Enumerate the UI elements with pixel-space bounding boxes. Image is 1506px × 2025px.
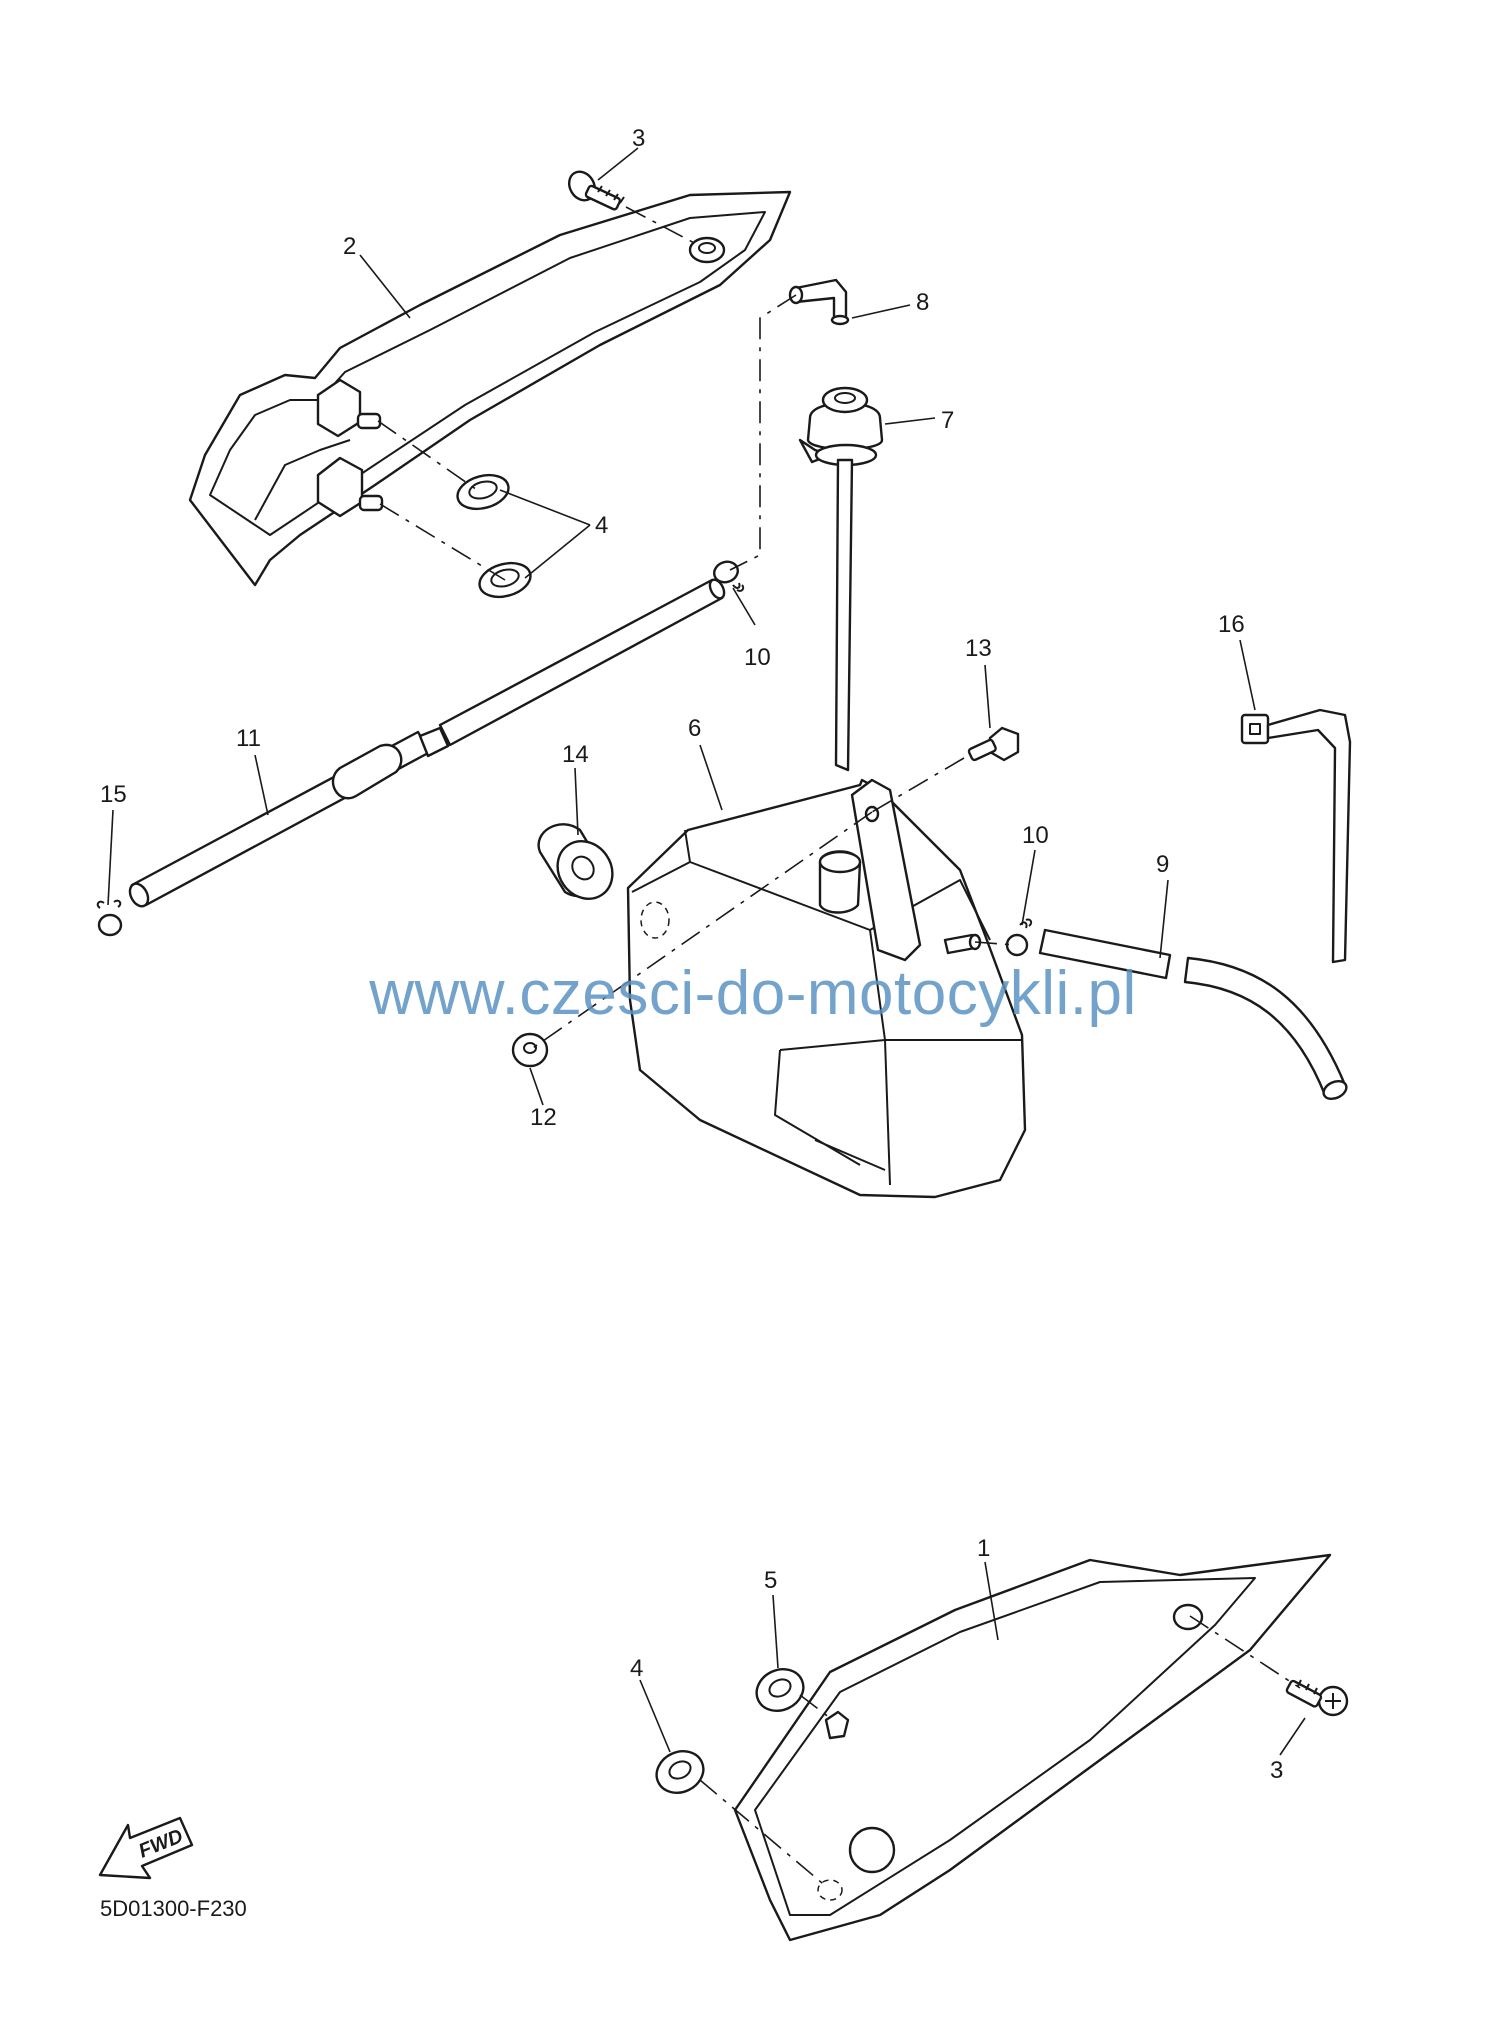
grommet-lower-5: [755, 1668, 805, 1712]
grommet-lower-4: [655, 1750, 705, 1794]
leader-lines: [107, 147, 1306, 1756]
label-14: 14: [562, 741, 589, 768]
screw-top: [567, 170, 625, 211]
label-15: 15: [100, 781, 127, 808]
screw-lower: [1285, 1679, 1349, 1717]
label-5: 5: [764, 1567, 777, 1594]
label-2: 2: [343, 233, 356, 260]
drawing-code: 5D01300-F230: [100, 1896, 247, 1921]
grommet-mid: [537, 823, 614, 900]
part-numbers: 3 2 8 7 4 10 16 13 11 6 14 15 10 9 12 1 …: [100, 125, 1283, 1784]
label-6: 6: [688, 715, 701, 742]
label-4-top: 4: [595, 512, 608, 539]
label-3-bottom: 3: [1270, 1757, 1283, 1784]
elbow-fitting: [788, 278, 850, 326]
grommets-top: [456, 473, 532, 599]
label-8: 8: [916, 289, 929, 316]
clip-right: [1005, 918, 1033, 957]
label-11: 11: [236, 725, 261, 752]
label-10-top: 10: [744, 644, 771, 671]
fwd-arrow-icon: FWD: [98, 1816, 194, 1880]
label-16: 16: [1218, 611, 1245, 638]
side-cover-upper: [188, 190, 792, 587]
label-1: 1: [977, 1535, 990, 1562]
tank-cap: [798, 386, 884, 772]
label-12: 12: [530, 1104, 557, 1131]
overflow-hose: [1038, 928, 1348, 1101]
label-13: 13: [965, 635, 992, 662]
label-4-bottom: 4: [630, 1655, 643, 1682]
label-7: 7: [941, 407, 954, 434]
clip-left: [96, 899, 123, 937]
side-cover-lower: [733, 1553, 1332, 1942]
clip-top: [713, 560, 745, 592]
breather-hose-long: [128, 578, 726, 908]
label-9: 9: [1156, 851, 1169, 878]
collar: [511, 1032, 549, 1068]
label-10-right: 10: [1022, 822, 1049, 849]
assembly-lines: [377, 206, 1301, 1889]
label-3-top: 3: [632, 125, 645, 152]
reservoir-tank: [626, 778, 1027, 1199]
wire-band: [1240, 708, 1352, 964]
bolt: [967, 726, 1020, 762]
